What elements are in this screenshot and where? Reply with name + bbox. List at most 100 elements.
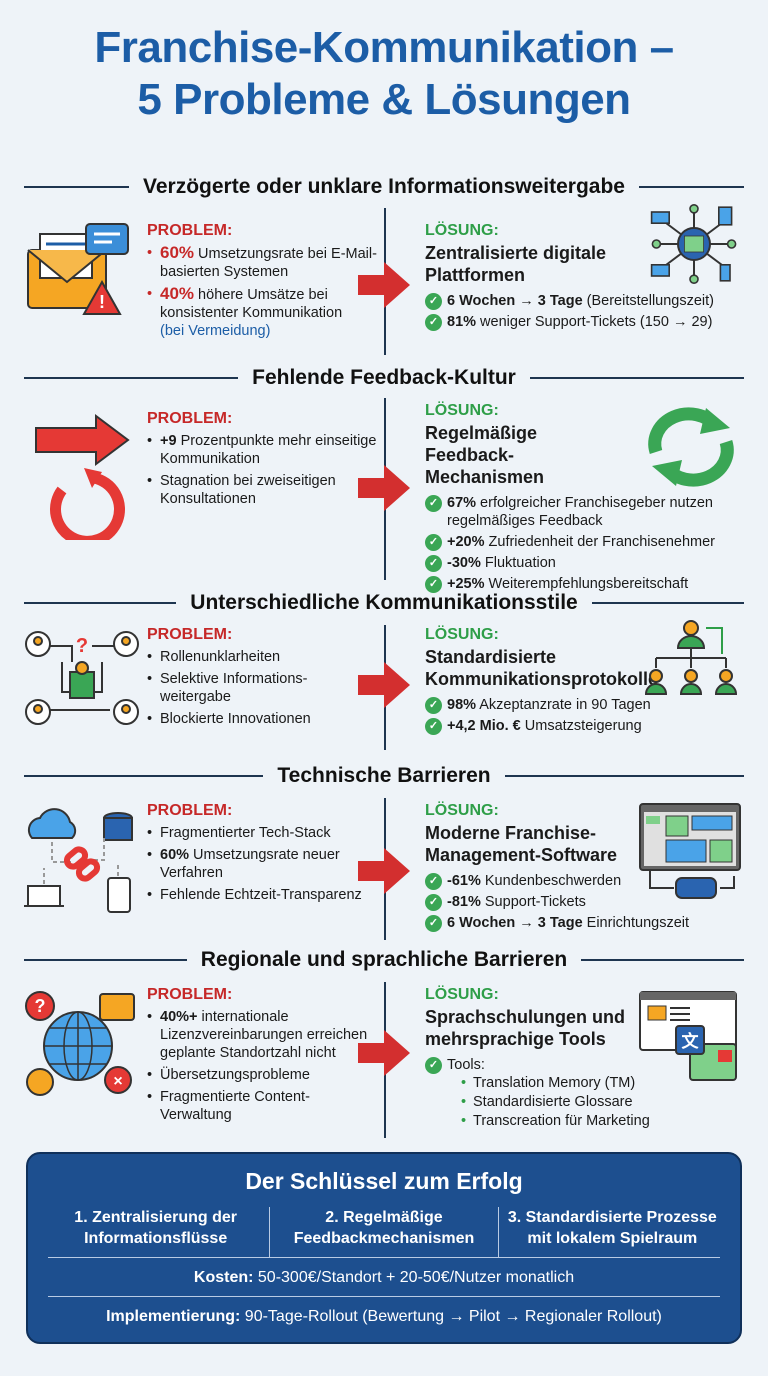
check-icon: ✓ bbox=[425, 314, 442, 331]
section-heading: Verzögerte oder unklare Informationsweit… bbox=[24, 175, 744, 199]
result-item: ✓67% erfolgreicher Franchisegeber nutzen… bbox=[425, 494, 745, 530]
problem-item: Stagnation bei zweiseitigen Konsultation… bbox=[147, 472, 379, 508]
globe-translation-icon: ?× bbox=[22, 990, 140, 1105]
svg-text:?: ? bbox=[35, 996, 46, 1016]
section-heading: Unterschiedliche Kommunikationsstile bbox=[24, 591, 744, 615]
result-item: ✓6 Wochen → 3 Tage Einrichtungszeit bbox=[425, 914, 745, 932]
problem-item: 40%+ internationale Lizenzvereinbarungen… bbox=[147, 1008, 379, 1062]
check-icon: ✓ bbox=[425, 894, 442, 911]
result-item: ✓+20% Zufriedenheit der Franchisenehmer bbox=[425, 533, 745, 551]
problem-item: Fragmentierte Content-Verwaltung bbox=[147, 1088, 379, 1124]
costs-row: Kosten: 50-300€/Standort + 20-50€/Nutzer… bbox=[48, 1257, 720, 1296]
divider bbox=[24, 775, 264, 777]
solution-title: Regelmäßige Feedback-Mechanismen bbox=[425, 423, 545, 487]
solution-title: Standardisierte Kommunikationsprotokolle bbox=[425, 647, 659, 689]
solution-title: Zentralisierte digitale Plattformen bbox=[425, 243, 607, 285]
tool-item: Transcreation für Marketing bbox=[461, 1112, 745, 1130]
translation-chat-windows-icon: 文 bbox=[636, 988, 746, 1093]
arrow-right-icon bbox=[358, 662, 410, 708]
network-server-devices-icon bbox=[650, 204, 738, 289]
problem-item: 60% Umsetzungsrate bei E-Mail-basierten … bbox=[147, 244, 379, 281]
divider bbox=[24, 186, 130, 188]
solution-block: LÖSUNG: Regelmäßige Feedback-Mechanismen ✓… bbox=[425, 402, 745, 596]
envelope-chat-warning-icon: ! bbox=[22, 220, 140, 325]
solution-label: LÖSUNG: bbox=[425, 402, 499, 419]
solution-block: LÖSUNG:Sprachschulungen und mehrsprachig… bbox=[425, 986, 745, 1133]
one-way-arrow-and-circular-arrow-icon bbox=[22, 410, 140, 547]
check-icon: ✓ bbox=[425, 555, 442, 572]
people-maze-question-icon: ? bbox=[22, 628, 140, 733]
divider bbox=[581, 959, 745, 961]
result-item: ✓Tools:Translation Memory (TM)Standardis… bbox=[425, 1056, 745, 1130]
implementation-row: Implementierung: 90-Tage-Rollout (Bewert… bbox=[48, 1296, 720, 1335]
check-icon: ✓ bbox=[425, 718, 442, 735]
problem-item: Blockierte Innovationen bbox=[147, 710, 311, 728]
check-icon: ✓ bbox=[425, 495, 442, 512]
problem-item: Selektive Informations-weitergabe bbox=[147, 670, 352, 706]
page-title: Franchise-Kommunikation – 5 Probleme & L… bbox=[94, 23, 674, 124]
divider bbox=[504, 775, 745, 777]
svg-text:×: × bbox=[113, 1073, 122, 1090]
divider bbox=[24, 602, 177, 604]
problem-block: PROBLEM: 60% Umsetzungsrate bei E-Mail-ba… bbox=[147, 222, 379, 344]
solution-label: LÖSUNG: bbox=[425, 626, 499, 643]
arrow-right-icon bbox=[358, 465, 410, 511]
problem-label: PROBLEM: bbox=[147, 626, 233, 643]
problem-note: (bei Vermeidung) bbox=[160, 323, 271, 339]
dashboard-database-icon bbox=[636, 800, 746, 905]
solution-label: LÖSUNG: bbox=[425, 222, 499, 239]
key-to-success-box: Der Schlüssel zum Erfolg 1. Zentralisier… bbox=[26, 1152, 742, 1344]
section-heading: Regionale und sprachliche Barrieren bbox=[24, 948, 745, 972]
key-title: Der Schlüssel zum Erfolg bbox=[245, 1168, 523, 1194]
divider bbox=[24, 959, 187, 961]
section-heading: Fehlende Feedback-Kultur bbox=[24, 366, 744, 390]
problem-item: Fragmentierter Tech-Stack bbox=[147, 824, 331, 842]
tool-item: Translation Memory (TM) bbox=[461, 1074, 745, 1092]
svg-text:!: ! bbox=[99, 292, 105, 312]
divider bbox=[638, 186, 744, 188]
problem-block: PROBLEM: 40%+ internationale Lizenzverein… bbox=[147, 986, 379, 1128]
solution-label: LÖSUNG: bbox=[425, 802, 499, 819]
solution-title: Moderne Franchise-Management-Software bbox=[425, 823, 618, 865]
result-item: ✓+4,2 Mio. € Umsatzsteigerung bbox=[425, 717, 745, 735]
problem-item: Fehlende Echtzeit-Transparenz bbox=[147, 886, 362, 904]
problem-item: Übersetzungsprobleme bbox=[147, 1066, 310, 1084]
green-cycle-arrows-icon bbox=[636, 402, 746, 497]
check-icon: ✓ bbox=[425, 576, 442, 593]
problem-item: +9 Prozentpunkte mehr einseitige Kommuni… bbox=[147, 432, 379, 468]
broken-link-devices-icon bbox=[22, 808, 140, 923]
solution-title: Sprachschulungen und mehrsprachige Tools bbox=[425, 1007, 626, 1049]
org-hierarchy-icon bbox=[636, 618, 746, 703]
result-item: ✓+25% Weiterempfehlungsbereitschaft bbox=[425, 575, 745, 593]
check-icon: ✓ bbox=[425, 534, 442, 551]
problem-block: PROBLEM: Fragmentierter Tech-Stack 60% Ums… bbox=[147, 802, 379, 908]
problem-label: PROBLEM: bbox=[147, 986, 233, 1003]
result-item: ✓98% Akzeptanzrate in 90 Tagen bbox=[425, 696, 745, 714]
arrow-right-icon bbox=[358, 1030, 410, 1076]
result-item: ✓6 Wochen → 3 Tage (Bereitstellungszeit) bbox=[425, 292, 745, 310]
problem-item: 60% Umsetzungsrate neuer Verfahren bbox=[147, 846, 379, 882]
problem-block: PROBLEM: RollenunklarheitenSelektive Info… bbox=[147, 626, 352, 732]
pillar-3: 3. Standardisierte Prozesse mit lokalem … bbox=[507, 1209, 717, 1247]
svg-text:文: 文 bbox=[682, 1031, 700, 1051]
problem-label: PROBLEM: bbox=[147, 410, 233, 427]
result-item: ✓-30% Fluktuation bbox=[425, 554, 745, 572]
problem-label: PROBLEM: bbox=[147, 222, 233, 239]
check-icon: ✓ bbox=[425, 915, 442, 932]
divider bbox=[591, 602, 744, 604]
result-item: ✓-81% Support-Tickets bbox=[425, 893, 745, 911]
check-icon: ✓ bbox=[425, 873, 442, 890]
divider bbox=[529, 377, 744, 379]
tool-item: Standardisierte Glossare bbox=[461, 1093, 745, 1111]
solution-block: LÖSUNG: Moderne Franchise-Management-Soft… bbox=[425, 802, 745, 935]
problem-block: PROBLEM: +9 Prozentpunkte mehr einseitige… bbox=[147, 410, 379, 512]
result-item: ✓81% weniger Support-Tickets (150 → 29) bbox=[425, 313, 745, 331]
pillar-1: 1. Zentralisierung der Informationsflüss… bbox=[42, 1207, 271, 1257]
check-icon: ✓ bbox=[425, 697, 442, 714]
arrow-right-icon bbox=[358, 848, 410, 894]
problem-item: Rollenunklarheiten bbox=[147, 648, 280, 666]
section-heading: Technische Barrieren bbox=[24, 764, 745, 788]
check-icon: ✓ bbox=[425, 1057, 442, 1074]
solution-block: LÖSUNG: Zentralisierte digitale Plattform… bbox=[425, 222, 745, 334]
problem-label: PROBLEM: bbox=[147, 802, 233, 819]
